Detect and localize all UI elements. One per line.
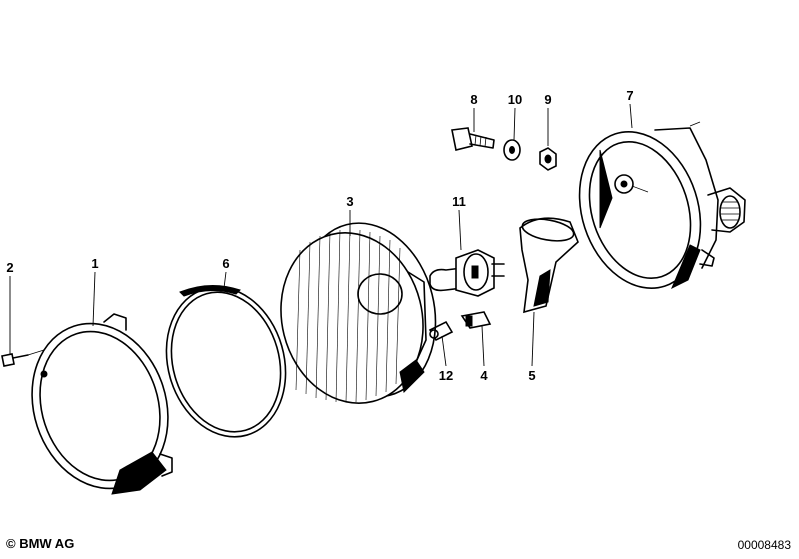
callout-1: 1 (91, 256, 98, 271)
part-11-bulb (429, 249, 505, 297)
callout-4: 4 (480, 368, 488, 383)
callout-12: 12 (439, 368, 453, 383)
callout-11: 11 (452, 194, 466, 209)
leader-lines (9, 103, 633, 367)
callout-8: 8 (470, 92, 477, 107)
callout-6: 6 (222, 256, 229, 271)
part-9-nut (539, 147, 557, 171)
copyright-label: © BMW AG (6, 536, 75, 551)
part-7-headlight-housing (578, 121, 746, 290)
callout-10: 10 (508, 92, 522, 107)
callout-2: 2 (6, 260, 13, 275)
callout-3: 3 (346, 194, 353, 209)
part-2-screw (1, 349, 45, 367)
part-4-socket (460, 311, 492, 329)
part-3-headlight-unit (280, 222, 437, 404)
part-1-bezel-ring (31, 313, 173, 495)
callout-9: 9 (544, 92, 551, 107)
drawing-number: 00008483 (737, 538, 791, 552)
part-10-washer (503, 139, 521, 161)
part-8-bolt (451, 127, 495, 151)
part-12-small-bulb (428, 320, 454, 342)
part-6-trim-ring (165, 285, 287, 438)
callout-7: 7 (626, 88, 633, 103)
part-5-cover (519, 217, 579, 314)
callout-5: 5 (528, 368, 535, 383)
